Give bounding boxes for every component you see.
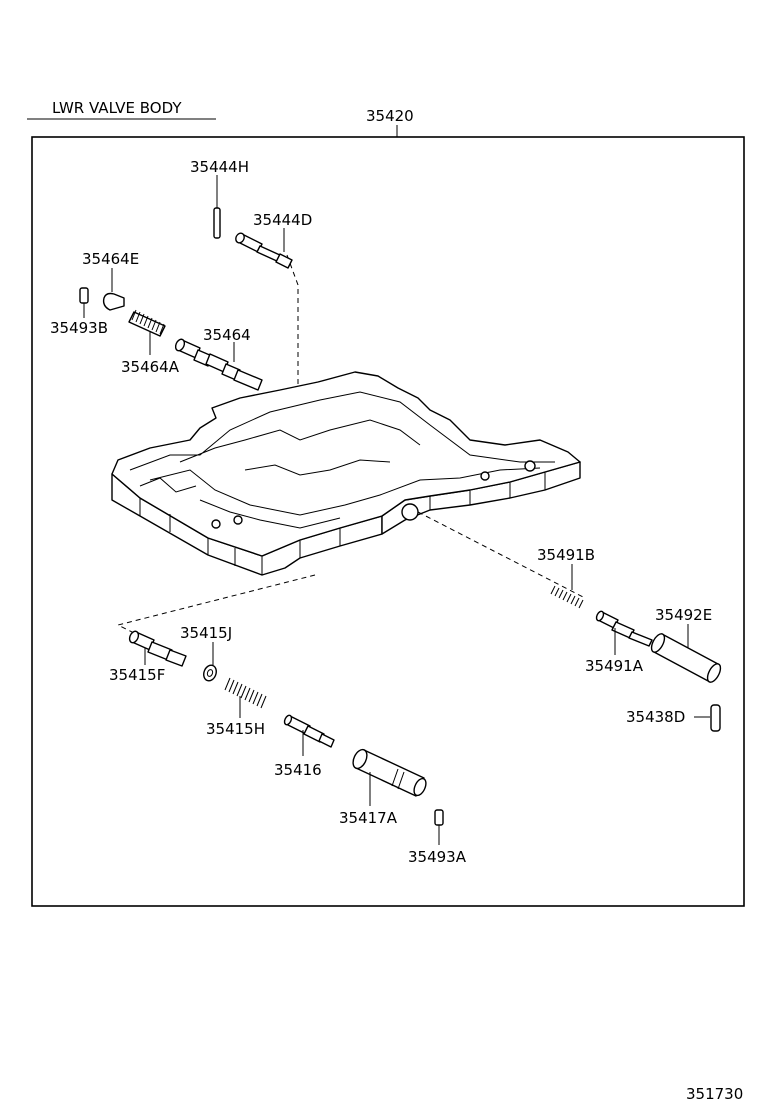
- label-35491B: 35491B: [537, 546, 595, 564]
- label-35415F: 35415F: [109, 666, 165, 684]
- valve-body-bore: [211, 519, 221, 529]
- label-35444D: 35444D: [253, 211, 312, 229]
- label-35444H: 35444H: [190, 158, 249, 176]
- valve-35415F: [128, 630, 187, 667]
- label-35438D: 35438D: [626, 708, 685, 726]
- diagram-title: LWR VALVE BODY: [52, 99, 182, 117]
- label-35493A: 35493A: [408, 848, 467, 866]
- label-35464A: 35464A: [121, 358, 180, 376]
- lower-valve-body: [111, 371, 581, 576]
- label-35492E: 35492E: [655, 606, 712, 624]
- assembly-line-left: [116, 574, 316, 636]
- valve-body-channels: [129, 391, 555, 529]
- pin-35493B: [79, 287, 89, 304]
- assembly-frame: [31, 136, 745, 907]
- label-35491A: 35491A: [585, 657, 644, 675]
- label-35417A: 35417A: [339, 809, 398, 827]
- washer-35415J: [203, 664, 217, 682]
- washer-35415J-hole: [206, 669, 214, 677]
- pin-35444H: [213, 207, 221, 239]
- label-35415J: 35415J: [180, 624, 232, 642]
- assembly-line-top: [286, 254, 299, 385]
- valve-35464: [174, 338, 263, 391]
- valve-body-bore: [524, 460, 536, 472]
- label-35464E: 35464E: [82, 250, 139, 268]
- figure-number: 351730: [686, 1085, 743, 1103]
- valve-35416: [283, 714, 335, 748]
- valve-body-bore: [401, 503, 419, 521]
- label-35415H: 35415H: [206, 720, 265, 738]
- label-35493B: 35493B: [50, 319, 108, 337]
- valve-body-bore: [233, 515, 243, 525]
- label-35416: 35416: [274, 761, 322, 779]
- label-35420: 35420: [366, 107, 414, 125]
- spring-35464A: [128, 309, 166, 337]
- valve-35444D: [235, 232, 293, 269]
- plug-35464E: [102, 292, 125, 311]
- pin-35493A: [434, 809, 444, 826]
- pin-35438D: [710, 704, 721, 732]
- spring-35491B: [550, 585, 584, 609]
- spring-35415H: [224, 677, 267, 709]
- valve-body-ribs: [139, 472, 546, 575]
- valve-body-bore: [480, 471, 490, 481]
- label-35464: 35464: [203, 326, 251, 344]
- sleeve-35417A: [352, 748, 427, 797]
- assembly-line-right: [417, 511, 586, 599]
- valve-body-top-plate: [111, 371, 581, 557]
- valve-35491A: [595, 610, 653, 647]
- sleeve-35492E: [650, 633, 722, 683]
